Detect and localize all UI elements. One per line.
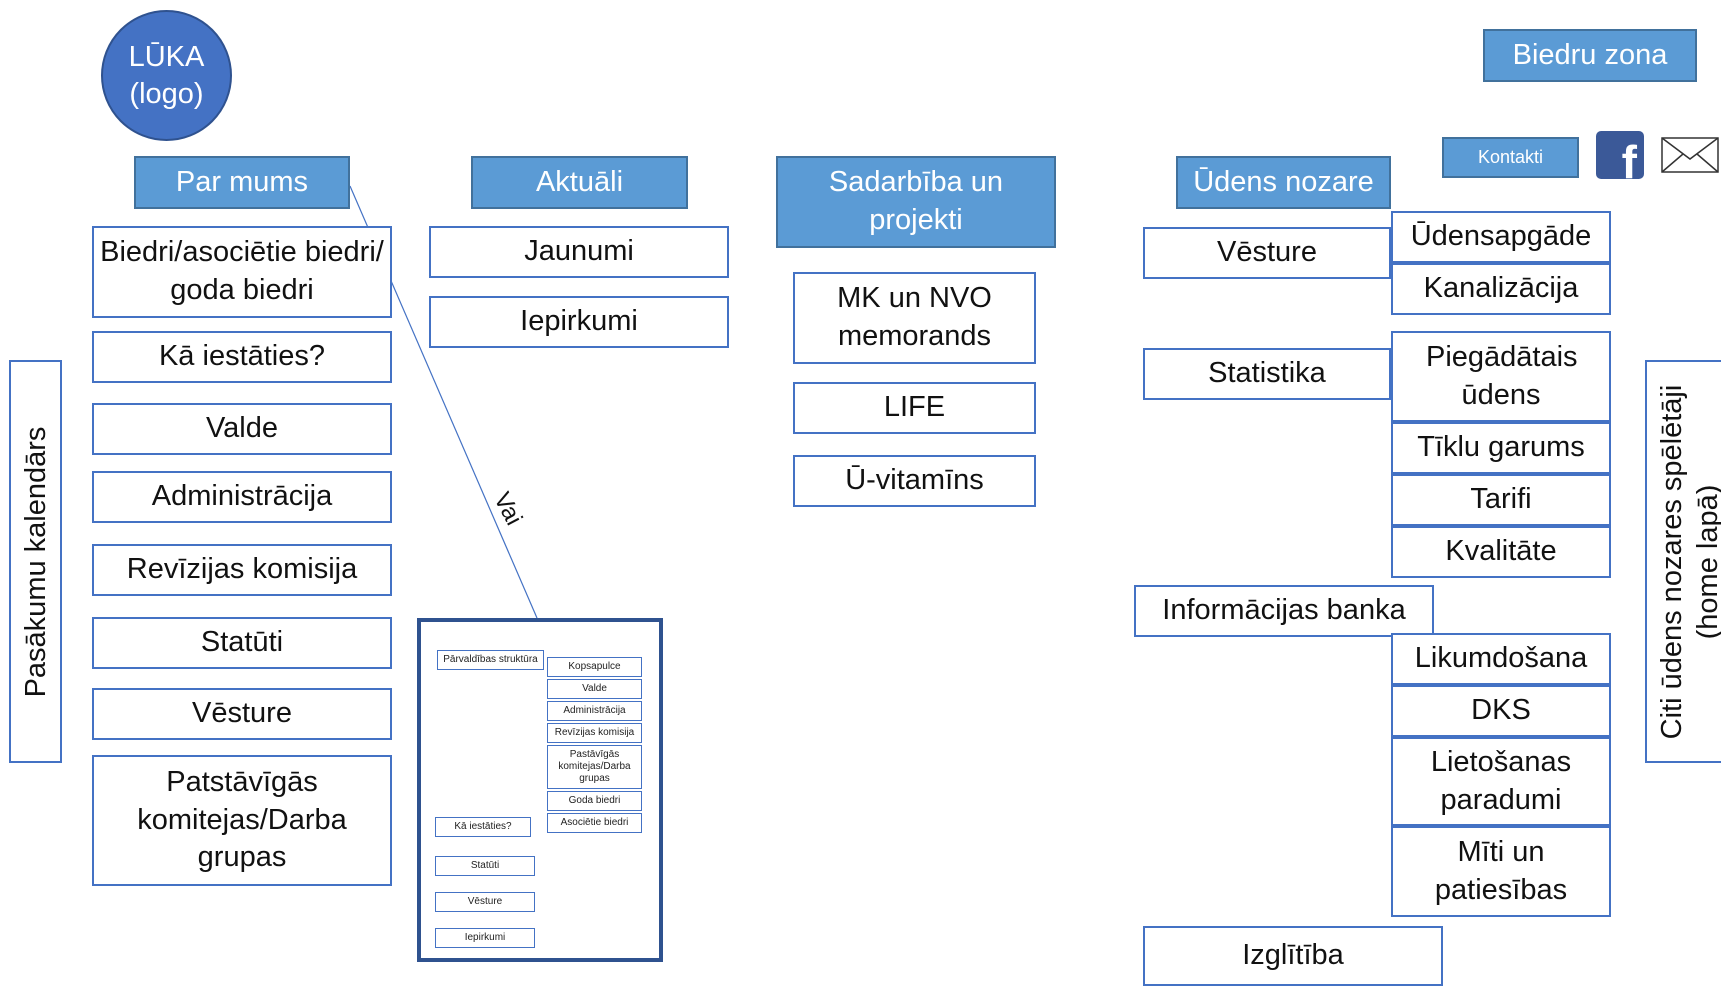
alt-structure[interactable]: Pārvaldības struktūra (437, 650, 544, 670)
menu-sadarbiba[interactable]: Sadarbība un projekti (776, 156, 1056, 248)
udens-stat-quality[interactable]: Kvalitāte (1391, 526, 1611, 578)
sadarbiba-item-life[interactable]: LIFE (793, 382, 1036, 434)
udens-info-usage-habits[interactable]: Lietošanas paradumi (1391, 737, 1611, 826)
udens-item-history[interactable]: Vēsture (1143, 227, 1391, 279)
member-zone-button[interactable]: Biedru zona (1483, 29, 1697, 82)
alt-structure-item[interactable]: Pastāvīgās komitejas/Darba grupas (547, 745, 642, 789)
menu-udens-nozare[interactable]: Ūdens nozare (1176, 156, 1391, 209)
logo-text: LŪKA (logo) (128, 41, 205, 110)
udens-item-statistics[interactable]: Statistika (1143, 348, 1391, 400)
sadarbiba-item-u-vitamins[interactable]: Ū-vitamīns (793, 455, 1036, 507)
alt-item[interactable]: Vēsture (435, 892, 535, 912)
event-calendar-label: Pasākumu kalendārs (19, 426, 52, 697)
alt-structure-item[interactable]: Goda biedri (547, 791, 642, 811)
udens-stat-tariffs[interactable]: Tarifi (1391, 474, 1611, 526)
sadarbiba-item-memorandum[interactable]: MK un NVO memorands (793, 272, 1036, 364)
contacts-button[interactable]: Kontakti (1442, 137, 1579, 178)
logo[interactable]: LŪKA (logo) (101, 10, 232, 141)
alt-item[interactable]: Iepirkumi (435, 928, 535, 948)
udens-stat-supplied-water[interactable]: Piegādātais ūdens (1391, 331, 1611, 422)
par-mums-item-committees[interactable]: Patstāvīgās komitejas/Darba grupas (92, 755, 392, 886)
alt-structure-item[interactable]: Asociētie biedri (547, 813, 642, 833)
event-calendar-sidebar[interactable]: Pasākumu kalendārs (9, 360, 62, 763)
udens-info-dks[interactable]: DKS (1391, 685, 1611, 737)
udens-history-sewerage[interactable]: Kanalizācija (1391, 263, 1611, 315)
menu-par-mums[interactable]: Par mums (134, 156, 350, 209)
par-mums-item-board[interactable]: Valde (92, 403, 392, 455)
menu-aktuali[interactable]: Aktuāli (471, 156, 688, 209)
par-mums-item-statutes[interactable]: Statūti (92, 617, 392, 669)
par-mums-item-audit[interactable]: Revīzijas komisija (92, 544, 392, 596)
alt-item[interactable]: Kā iestāties? (435, 817, 531, 837)
udens-item-education[interactable]: Izglītība (1143, 926, 1443, 986)
udens-stat-network-length[interactable]: Tīklu garums (1391, 422, 1611, 474)
aktuali-item-news[interactable]: Jaunumi (429, 226, 729, 278)
udens-item-info-bank[interactable]: Informācijas banka (1134, 585, 1434, 637)
envelope-icon[interactable] (1661, 137, 1721, 175)
alt-structure-item[interactable]: Administrācija (547, 701, 642, 721)
par-mums-item-administration[interactable]: Administrācija (92, 471, 392, 523)
udens-history-water-supply[interactable]: Ūdensapgāde (1391, 211, 1611, 263)
par-mums-item-how-to-join[interactable]: Kā iestāties? (92, 331, 392, 383)
alt-structure-item[interactable]: Kopsapulce (547, 657, 642, 677)
udens-info-myths[interactable]: Mīti un patiesības (1391, 826, 1611, 917)
alt-structure-item[interactable]: Revīzijas komisija (547, 723, 642, 743)
aktuali-item-procurement[interactable]: Iepirkumi (429, 296, 729, 348)
alt-item[interactable]: Statūti (435, 856, 535, 876)
alternative-preview: Pārvaldības struktūra Kopsapulce Valde A… (417, 618, 663, 962)
par-mums-item-history[interactable]: Vēsture (92, 688, 392, 740)
par-mums-item-members[interactable]: Biedri/asociētie biedri/ goda biedri (92, 226, 392, 318)
udens-info-legislation[interactable]: Likumdošana (1391, 633, 1611, 685)
alt-structure-item[interactable]: Valde (547, 679, 642, 699)
industry-players-sidebar[interactable]: Citi ūdens nozares spēlētāji (home lapā) (1645, 360, 1721, 763)
industry-players-label: Citi ūdens nozares spēlētāji (1655, 384, 1688, 739)
facebook-icon[interactable]: f (1596, 131, 1644, 179)
industry-players-note: (home lapā) (1692, 484, 1721, 639)
